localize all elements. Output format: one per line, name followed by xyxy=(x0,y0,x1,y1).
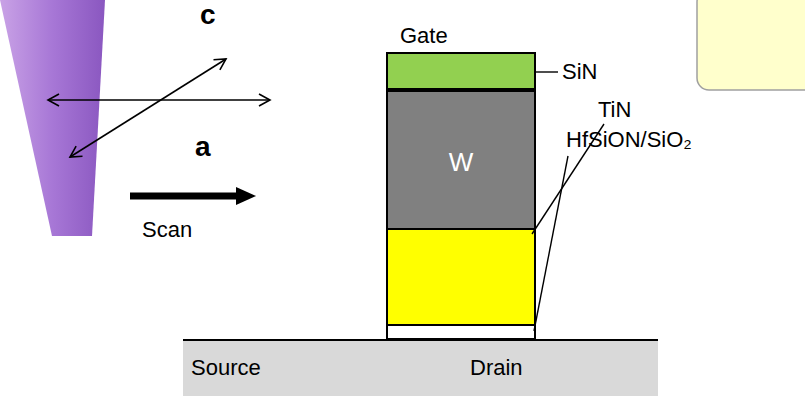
layer-label: HfSiON/SiO₂ xyxy=(566,128,692,152)
scan-arrow xyxy=(130,193,240,200)
probe-tip xyxy=(0,0,105,236)
scan-label: Scan xyxy=(142,218,192,242)
substrate: Source Drain xyxy=(183,339,658,396)
node-text: Source xyxy=(191,356,261,380)
dielectric-layer xyxy=(387,325,535,339)
axis-label: a xyxy=(195,132,211,163)
tin-layer xyxy=(387,228,535,325)
tungsten-layer: W xyxy=(388,90,534,230)
layer-label: SiN xyxy=(562,60,597,84)
node-text: Drain xyxy=(470,356,523,380)
axis-label: c xyxy=(200,0,216,31)
leader-line xyxy=(536,71,558,72)
node-text: Gate xyxy=(400,24,448,48)
node-text: W xyxy=(449,148,474,177)
gate-stack: GateW xyxy=(386,52,536,340)
layer-label: TiN xyxy=(598,98,631,122)
leader-line xyxy=(534,156,568,331)
callout-box xyxy=(697,0,805,90)
sin-layer xyxy=(387,53,535,89)
